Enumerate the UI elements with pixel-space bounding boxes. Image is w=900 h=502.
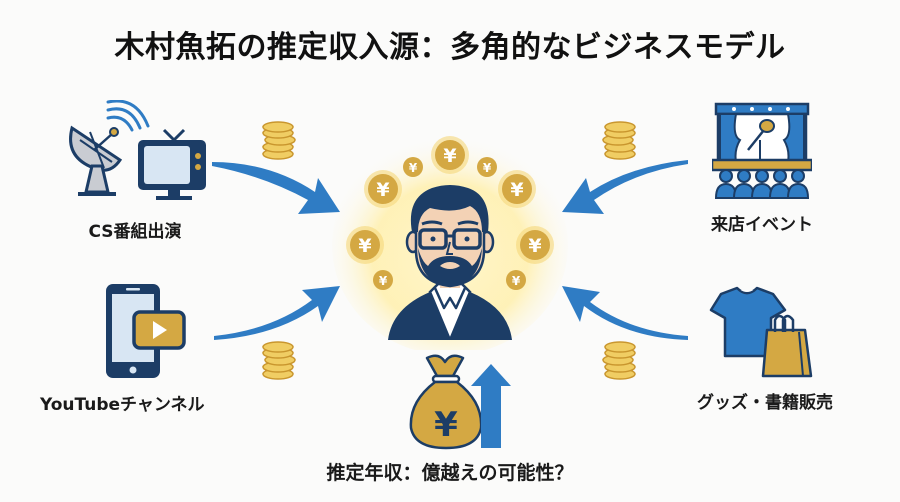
source-youtube: YouTubeチャンネル [40,282,240,422]
source-label-youtube: YouTubeチャンネル [40,395,205,415]
source-cs: CS番組出演 [60,100,220,242]
coin-ring: ¥ ¥ ¥ ¥ ¥ [330,125,570,350]
man-avatar [380,180,520,340]
source-label-event: 来店イベント [711,215,813,235]
source-goods: グッズ・書籍販売 [685,286,865,426]
source-label-goods: グッズ・書籍販売 [697,393,833,413]
svg-text:¥: ¥ [434,405,458,445]
svg-text:¥: ¥ [510,179,523,201]
svg-text:¥: ¥ [358,235,371,257]
money-bag-up-arrow-icon: ¥ [405,352,515,452]
smartphone-play-icon [102,282,240,382]
stage-microphone-icon [712,100,860,200]
source-label-cs: CS番組出演 [88,222,182,242]
svg-text:¥: ¥ [409,161,418,175]
satellite-tv-icon [60,100,220,205]
page-title: 木村魚拓の推定収入源：多角的なビジネスモデル [114,30,786,65]
svg-text:¥: ¥ [512,274,521,288]
svg-text:¥: ¥ [443,145,456,167]
arrow-icon [212,162,340,214]
svg-text:¥: ¥ [483,161,492,175]
source-event: 来店イベント [700,100,860,240]
svg-text:¥: ¥ [376,179,389,201]
svg-text:¥: ¥ [528,235,541,257]
tshirt-shopping-bag-icon [707,286,865,382]
coin-icon: ¥ [431,136,469,174]
coin-stack-icon [262,121,636,380]
svg-text:¥: ¥ [379,274,388,288]
annual-income-label: 推定年収：億越えの可能性？ [326,462,574,484]
